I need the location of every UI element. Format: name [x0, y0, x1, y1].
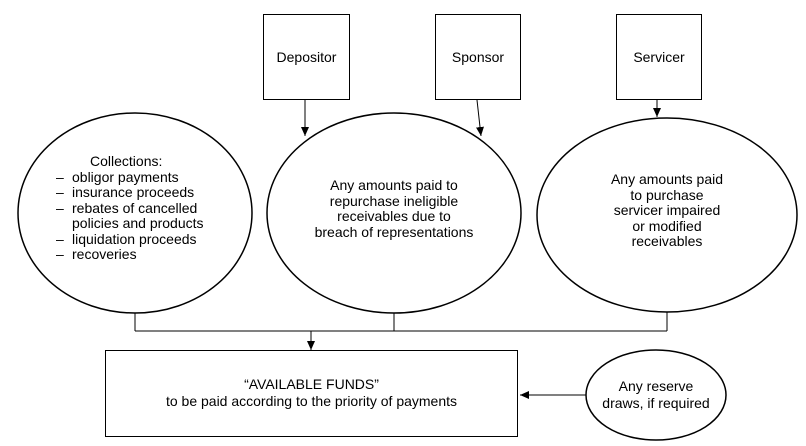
- repurchase-text: Any amounts paid to repurchase ineligibl…: [284, 177, 504, 240]
- servicer-box: Servicer: [616, 14, 702, 100]
- collections-title: Collections:: [90, 153, 163, 169]
- list-item: recoveries: [56, 246, 246, 263]
- list-item: rebates of cancelled: [56, 200, 246, 217]
- repurchase-line: receivables due to: [337, 208, 451, 224]
- depositor-label: Depositor: [276, 49, 337, 65]
- collections-list: obligor payments insurance proceeds reba…: [56, 169, 246, 263]
- reserve-line: Any reserve: [618, 378, 694, 394]
- sponsor-arrow: [476, 99, 484, 137]
- servicer-purchase-line: or modified: [632, 217, 702, 234]
- list-item: policies and products: [72, 215, 204, 231]
- available-funds-title: “AVAILABLE FUNDS”: [244, 376, 379, 392]
- available-funds-text: “AVAILABLE FUNDS” to be paid according t…: [106, 376, 517, 410]
- repurchase-line: breach of representations: [314, 223, 474, 240]
- available-funds-subtitle: to be paid according to the priority of …: [165, 393, 458, 409]
- reserve-line: draws, if required: [602, 395, 710, 411]
- servicer-purchase-line: servicer impaired: [613, 202, 721, 218]
- servicer-purchase-text: Any amounts paid to purchase servicer im…: [582, 171, 752, 250]
- depositor-box: Depositor: [263, 14, 350, 100]
- reserve-text: Any reserve draws, if required: [592, 378, 720, 412]
- sponsor-box: Sponsor: [435, 14, 521, 100]
- servicer-purchase-line: to purchase: [630, 186, 704, 203]
- repurchase-line: Any amounts paid to: [330, 177, 458, 193]
- servicer-purchase-line: receivables: [631, 233, 703, 249]
- list-item: obligor payments: [56, 169, 246, 186]
- sponsor-label: Sponsor: [451, 49, 505, 65]
- list-item: liquidation proceeds: [56, 231, 246, 248]
- repurchase-line: repurchase ineligible: [329, 192, 459, 209]
- list-item: insurance proceeds: [56, 184, 246, 201]
- servicer-purchase-line: Any amounts paid: [610, 171, 724, 187]
- servicer-label: Servicer: [633, 49, 685, 65]
- available-funds-box: “AVAILABLE FUNDS” to be paid according t…: [105, 350, 518, 437]
- collections-text: Collections: obligor payments insurance …: [56, 153, 246, 263]
